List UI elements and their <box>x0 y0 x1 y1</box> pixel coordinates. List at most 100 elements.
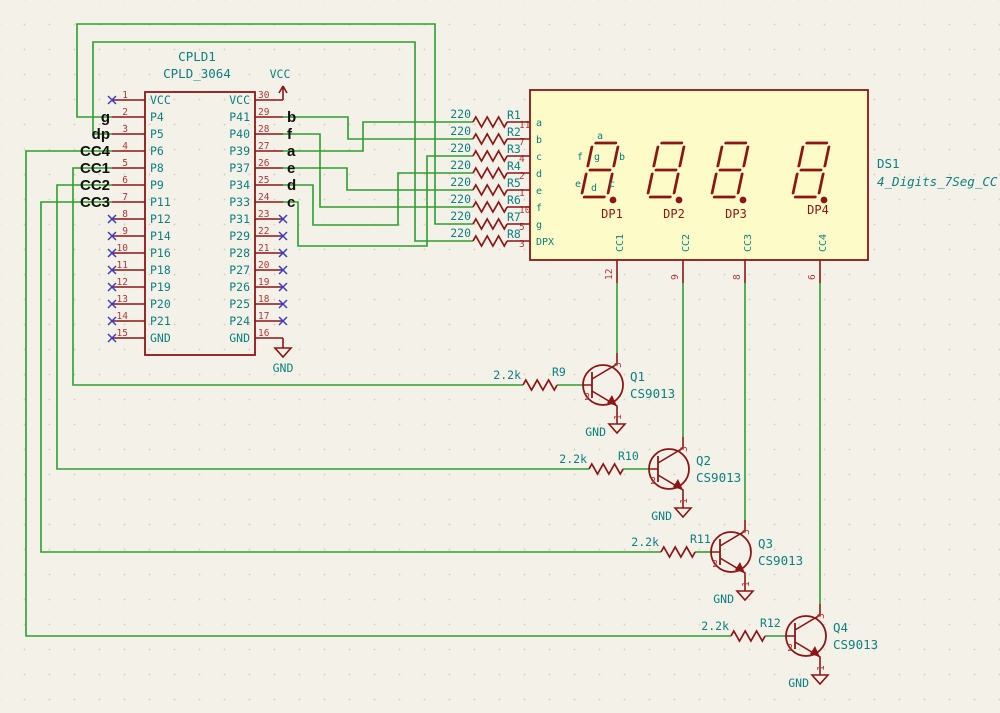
pin-number: 8 <box>122 209 128 220</box>
net-labels[interactable]: g dp CC4 CC1 CC2 CC3 b f a e d c <box>80 109 296 211</box>
net-label-c[interactable]: c <box>287 194 295 211</box>
resistor-r8[interactable] <box>472 234 508 248</box>
resistor-r12[interactable] <box>730 629 766 643</box>
net-label-a[interactable]: a <box>287 143 296 160</box>
wires[interactable] <box>25 23 821 637</box>
resistor-r3[interactable] <box>472 149 508 163</box>
pin-name: P27 <box>229 263 250 277</box>
pin-name: P31 <box>229 212 250 226</box>
q1-pin-c: 3 <box>613 362 624 368</box>
net-label-f[interactable]: f <box>287 126 293 143</box>
pin-number: 14 <box>117 311 129 322</box>
net-label-cc4[interactable]: CC4 <box>80 143 111 160</box>
display-seg-label: b <box>536 135 542 146</box>
q3-ref[interactable]: Q3 <box>758 536 773 551</box>
q2-value[interactable]: CS9013 <box>696 470 741 485</box>
digit-4 <box>791 141 831 199</box>
pin-name: P24 <box>229 314 250 328</box>
resistor-r10[interactable] <box>588 462 624 476</box>
wire-net-cc3[interactable] <box>40 201 661 553</box>
display-seg-label: DPX <box>536 237 554 248</box>
wire-net-cc2[interactable] <box>56 184 589 470</box>
resistor-ref: R2 <box>507 125 521 139</box>
q2-ref[interactable]: Q2 <box>696 453 711 468</box>
segment-resistors[interactable]: 220 220 220 220 220 220 220 220 R1 R2 R3… <box>450 107 531 250</box>
q2-legs <box>649 437 684 508</box>
display-seg-label: d <box>536 169 542 180</box>
q4-value[interactable]: CS9013 <box>833 637 878 652</box>
net-label-cc1[interactable]: CC1 <box>80 160 110 177</box>
resistor-r7[interactable] <box>472 217 508 231</box>
wire-net-c[interactable] <box>283 155 473 247</box>
pin-number: 10 <box>117 243 129 254</box>
display-symbol[interactable]: a b c d e f g DPX a f g b e d c <box>507 89 998 283</box>
resistor-r2[interactable] <box>472 132 508 146</box>
display-seg-label: f <box>536 203 542 214</box>
q4-pin-c: 3 <box>816 613 827 619</box>
wire-net-e[interactable] <box>283 167 473 191</box>
resistor-value: 220 <box>450 209 471 223</box>
cpld-symbol[interactable]: CPLD1 CPLD_3064 1 2 3 4 5 6 7 8 <box>80 49 296 375</box>
cpld-ref[interactable]: CPLD1 <box>178 49 216 64</box>
display-value[interactable]: 4_Digits_7Seg_CC <box>877 174 998 189</box>
wire-net-b[interactable] <box>283 116 473 140</box>
cpld-value[interactable]: CPLD_3064 <box>163 66 231 81</box>
resistor-r9[interactable] <box>522 378 558 392</box>
pin-name: P8 <box>150 161 164 175</box>
wire-net-d[interactable] <box>283 172 473 226</box>
resistor-r11[interactable] <box>660 545 696 559</box>
pin-number: 22 <box>258 226 269 237</box>
q1-value[interactable]: CS9013 <box>630 386 675 401</box>
q3-value[interactable]: CS9013 <box>758 553 803 568</box>
net-label-g[interactable]: g <box>101 109 110 126</box>
cpld-body[interactable] <box>144 91 256 356</box>
vcc-symbol[interactable]: VCC <box>270 67 291 100</box>
wire-net-dp[interactable] <box>92 41 473 242</box>
q4-ref[interactable]: Q4 <box>833 620 848 635</box>
pin-number: 7 <box>122 192 128 203</box>
wire-net-f[interactable] <box>283 133 473 208</box>
dp2-label: DP2 <box>663 207 685 221</box>
driver-q1[interactable]: 2.2k R9 3 2 1 Q1 CS9013 GND <box>493 353 675 439</box>
q1-emitter-arrow-icon <box>607 395 617 406</box>
resistor-value: 220 <box>450 124 471 138</box>
cc3-pin-number: 8 <box>732 274 743 280</box>
gnd-label: GND <box>713 592 734 606</box>
driver-q3[interactable]: 2.2k R11 3 2 1 Q3 CS9013 GND <box>631 520 803 606</box>
dp1-dot <box>609 196 617 204</box>
cc2-pin-label: CC2 <box>681 234 692 252</box>
pin-number: 5 <box>122 158 128 169</box>
net-label-dp[interactable]: dp <box>92 126 110 143</box>
pin-name: P14 <box>150 229 171 243</box>
net-label-b[interactable]: b <box>287 109 296 126</box>
q1-ref[interactable]: Q1 <box>630 369 645 384</box>
gnd-triangle-icon <box>673 507 693 519</box>
resistor-r5[interactable] <box>472 183 508 197</box>
net-label-e[interactable]: e <box>287 160 295 177</box>
resistor-r1[interactable] <box>472 115 508 129</box>
wire-net-g[interactable] <box>76 23 473 225</box>
resistor-ref: R3 <box>507 142 521 156</box>
cpld-gnd-symbol[interactable]: GND <box>273 338 294 375</box>
net-label-d[interactable]: d <box>287 177 296 194</box>
cc2-pin-number: 9 <box>670 274 681 280</box>
seg-tag-f: f <box>577 152 583 163</box>
display-ref[interactable]: DS1 <box>877 156 900 171</box>
resistor-ref: R8 <box>507 227 521 241</box>
resistor-r6[interactable] <box>472 200 508 214</box>
wire-net-a[interactable] <box>283 121 473 152</box>
resistor-value: 220 <box>450 141 471 155</box>
driver-q4[interactable]: 2.2k R12 3 2 1 Q4 CS9013 GND <box>701 604 878 690</box>
resistor-r4[interactable] <box>472 166 508 180</box>
wire-net-cc4[interactable] <box>25 150 731 637</box>
wire-net-cc1[interactable] <box>72 167 523 386</box>
pin-number: 15 <box>117 328 128 339</box>
dp4-label: DP4 <box>807 203 829 217</box>
driver-q2[interactable]: 2.2k R10 3 2 1 Q2 CS9013 GND <box>559 437 741 523</box>
net-label-cc2[interactable]: CC2 <box>80 177 110 194</box>
dp1-label: DP1 <box>601 207 623 221</box>
pin-number: 21 <box>258 243 270 254</box>
net-label-cc3[interactable]: CC3 <box>80 194 110 211</box>
display-pin-number: 3 <box>519 239 525 250</box>
